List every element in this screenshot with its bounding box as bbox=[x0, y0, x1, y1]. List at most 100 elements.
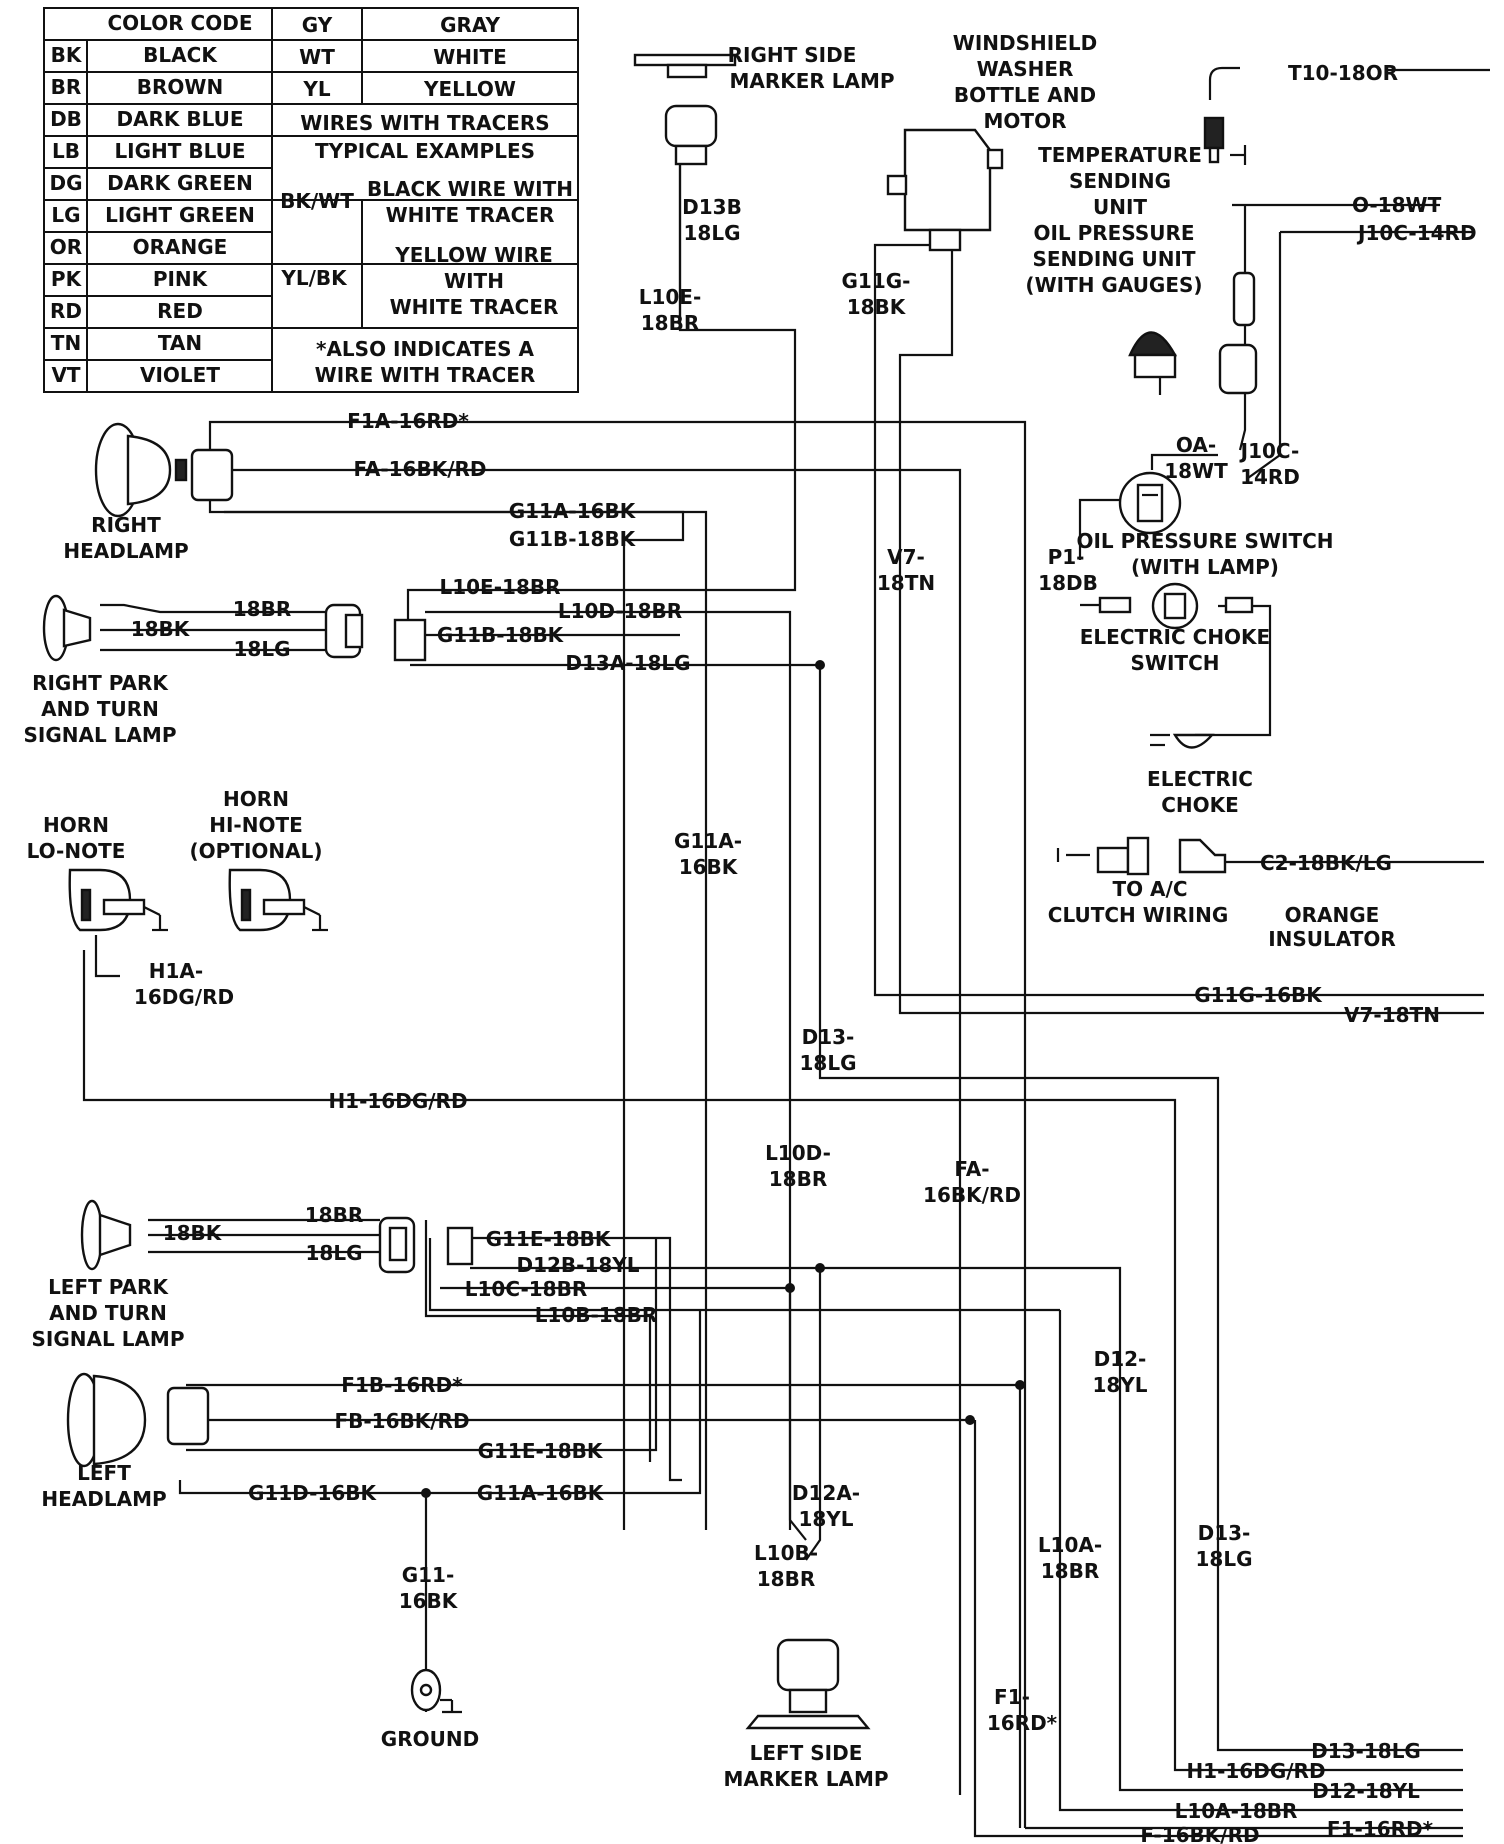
code-vt: VT bbox=[51, 363, 80, 387]
wire-label: D13A-18LG bbox=[565, 651, 690, 675]
tracer-note-1: *ALSO INDICATES A bbox=[316, 337, 535, 361]
choke-label: ELECTRIC bbox=[1147, 767, 1253, 791]
name-or: ORANGE bbox=[133, 235, 228, 259]
wire-label: L10E- bbox=[639, 285, 702, 309]
horn-hi-label: HORN bbox=[223, 787, 289, 811]
wire-label: L10B- bbox=[754, 1541, 818, 1565]
wire-label: G11E-18BK bbox=[486, 1227, 612, 1251]
right-side-marker-lamp bbox=[633, 53, 737, 166]
color-code-header: COLOR CODE bbox=[107, 11, 252, 35]
horn-hi-note bbox=[228, 868, 328, 932]
wire-label: D13B bbox=[682, 195, 742, 219]
wire-label: L10D-18BR bbox=[558, 599, 682, 623]
oil-switch-label: (WITH LAMP) bbox=[1131, 555, 1279, 579]
name-rd: RED bbox=[157, 299, 203, 323]
code-db: DB bbox=[50, 107, 82, 131]
wire-label: 18BK bbox=[163, 1221, 223, 1245]
wire-label: 18LG bbox=[800, 1051, 857, 1075]
wire-label: 16RD* bbox=[987, 1711, 1058, 1735]
wire-label: 18BR bbox=[1041, 1559, 1099, 1583]
temp-unit-label: SENDING bbox=[1069, 169, 1171, 193]
name-br: BROWN bbox=[137, 75, 223, 99]
name-vt: VIOLET bbox=[140, 363, 220, 387]
code-br: BR bbox=[51, 75, 82, 99]
wire-label: G11D-16BK bbox=[248, 1481, 378, 1505]
wire-label: L10E-18BR bbox=[439, 575, 560, 599]
wire-label: D12B-18YL bbox=[516, 1253, 639, 1277]
wire-label: 18BK bbox=[131, 617, 191, 641]
junction-dot bbox=[421, 1488, 431, 1498]
tracer-note-2: WIRE WITH TRACER bbox=[315, 363, 536, 387]
choke-switch-label: SWITCH bbox=[1131, 651, 1220, 675]
code-wt: WT bbox=[299, 45, 335, 69]
code-gy: GY bbox=[302, 13, 333, 37]
wire-label: D12-18YL bbox=[1312, 1779, 1420, 1803]
example1-desc-1: BLACK WIRE WITH bbox=[367, 177, 573, 201]
wire-label: 18DB bbox=[1038, 571, 1098, 595]
wire-label: L10A-18BR bbox=[1175, 1799, 1298, 1823]
name-lb: LIGHT BLUE bbox=[114, 139, 245, 163]
right-headlamp-label: RIGHT bbox=[91, 513, 161, 537]
oil-unit-label: (WITH GAUGES) bbox=[1025, 273, 1202, 297]
choke-label: CHOKE bbox=[1161, 793, 1239, 817]
right-side-marker-label: MARKER LAMP bbox=[729, 69, 894, 93]
left-park-lamp bbox=[80, 1199, 474, 1274]
wire-label: G11G-16BK bbox=[1194, 983, 1323, 1007]
wire-label: P1- bbox=[1048, 545, 1085, 569]
wire-label: FA- bbox=[954, 1157, 989, 1181]
example2-desc-2: WITH bbox=[444, 269, 504, 293]
name-db: DARK BLUE bbox=[116, 107, 243, 131]
wire-label: G11- bbox=[402, 1563, 455, 1587]
wire-label: 18BK bbox=[847, 295, 907, 319]
name-pk: PINK bbox=[153, 267, 209, 291]
wire-labels: T10-18OR O-18WT J10C-14RD OA- 18WT J10C-… bbox=[131, 61, 1477, 1844]
example2-desc-1: YELLOW WIRE bbox=[394, 243, 553, 267]
left-park-label: SIGNAL LAMP bbox=[32, 1327, 185, 1351]
junction-dot bbox=[815, 660, 825, 670]
wire-label: G11G- bbox=[842, 269, 911, 293]
code-lb: LB bbox=[52, 139, 80, 163]
wire-label: 18LG bbox=[234, 637, 291, 661]
washer-label: WASHER bbox=[977, 57, 1074, 81]
wire-label: 18LG bbox=[1196, 1547, 1253, 1571]
oil-unit-label: OIL PRESSURE bbox=[1033, 221, 1194, 245]
ac-label: CLUTCH WIRING bbox=[1048, 903, 1228, 927]
wire-label: 18YL bbox=[1092, 1373, 1147, 1397]
ground-label: GROUND bbox=[381, 1727, 479, 1751]
wire-label: 18LG bbox=[306, 1241, 363, 1265]
washer-label: MOTOR bbox=[984, 109, 1067, 133]
wire-label: T10-18OR bbox=[1288, 61, 1398, 85]
oil-switch-label: OIL PRESSURE SWITCH bbox=[1076, 529, 1333, 553]
horn-lo-label: LO-NOTE bbox=[27, 839, 126, 863]
wire-label: J10C-14RD bbox=[1356, 221, 1477, 245]
horn-lo-note bbox=[68, 868, 168, 932]
orange-insulator-label: ORANGE bbox=[1285, 903, 1380, 927]
wire-label: L10B-18BR bbox=[535, 1303, 658, 1327]
wire-label: F1- bbox=[994, 1685, 1030, 1709]
ac-label: TO A/C bbox=[1112, 877, 1187, 901]
wire-label: D13-18LG bbox=[1311, 1739, 1421, 1763]
wire-label: H1-16DG/RD bbox=[1186, 1759, 1325, 1783]
code-yl: YL bbox=[302, 77, 330, 101]
wire-label: 16BK/RD bbox=[923, 1183, 1021, 1207]
wire-label: L10D- bbox=[765, 1141, 831, 1165]
left-park-label: AND TURN bbox=[49, 1301, 167, 1325]
wire-label: 18BR bbox=[233, 597, 291, 621]
right-headlamp bbox=[94, 422, 234, 518]
wire-label: G11B-18BK bbox=[437, 623, 565, 647]
wire-label: D12- bbox=[1094, 1347, 1147, 1371]
left-side-marker-lamp bbox=[745, 1638, 871, 1730]
wire-label: 18BR bbox=[305, 1203, 363, 1227]
right-park-label: SIGNAL LAMP bbox=[24, 723, 177, 747]
wire-label: H1A- bbox=[149, 959, 203, 983]
name-wt: WHITE bbox=[433, 45, 507, 69]
name-lg: LIGHT GREEN bbox=[105, 203, 255, 227]
name-bk: BLACK bbox=[143, 43, 218, 67]
code-bk: BK bbox=[51, 43, 83, 67]
right-side-marker-label: RIGHT SIDE bbox=[728, 43, 857, 67]
electric-choke bbox=[1150, 733, 1215, 749]
left-side-marker-label: MARKER LAMP bbox=[723, 1767, 888, 1791]
code-pk: PK bbox=[51, 267, 83, 291]
name-tn: TAN bbox=[158, 331, 202, 355]
wire-label: G11A- bbox=[674, 829, 742, 853]
